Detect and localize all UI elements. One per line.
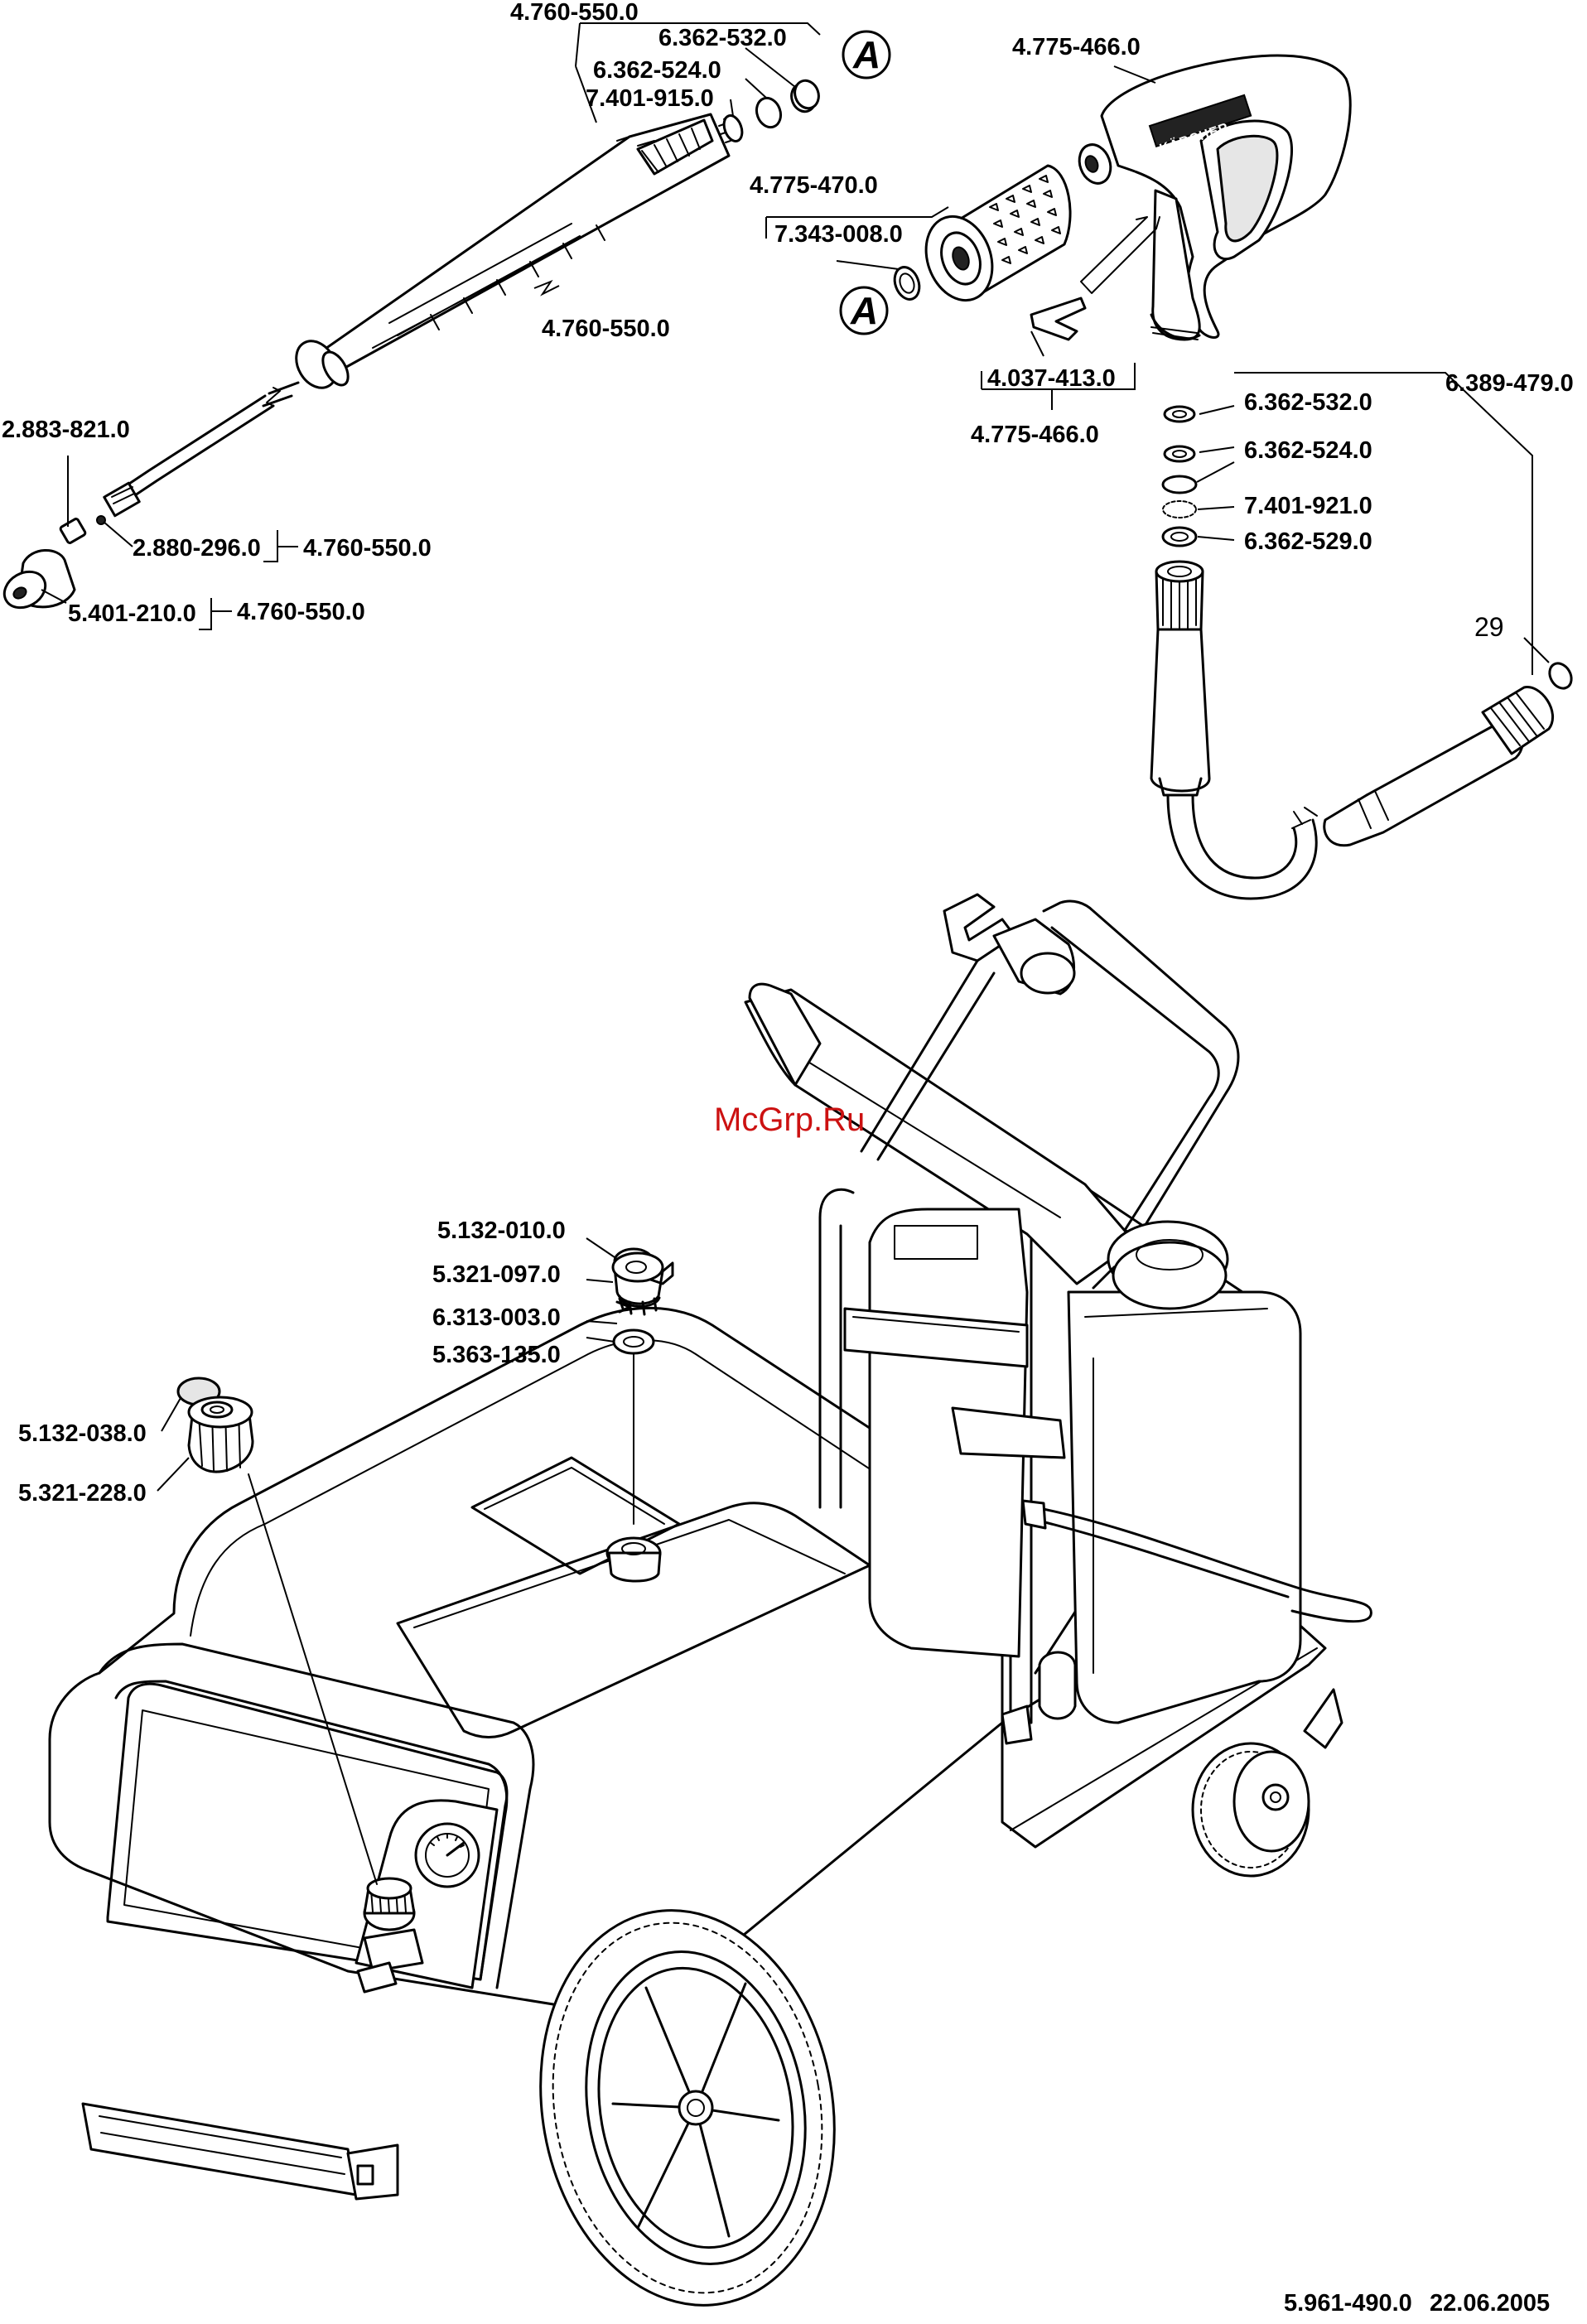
label-lance-top: 4.760-550.0 <box>510 0 639 26</box>
part-labels: 4.760-550.0 6.362-532.0 6.362-524.0 7.40… <box>2 0 1574 1507</box>
label-seal-532-top: 6.362-532.0 <box>658 25 787 51</box>
label-nozzle-cap: 5.401-210.0 <box>68 600 196 627</box>
label-hose: 6.389-479.0 <box>1445 370 1574 397</box>
label-seal-532: 6.362-532.0 <box>1244 389 1372 416</box>
label-seal-135: 5.363-135.0 <box>432 1342 561 1368</box>
trigger-gun: KÄRCHER <box>1030 54 1352 341</box>
label-oring-921: 7.401-921.0 <box>1244 493 1372 519</box>
label-nozzle-820: 2.883-821.0 <box>2 417 130 443</box>
label-hose-position: 29 <box>1474 612 1504 642</box>
watermark: McGrp.Ru <box>714 1102 865 1138</box>
label-gun-top: 4.775-466.0 <box>1012 34 1141 60</box>
label-clip: 4.037-413.0 <box>987 365 1116 392</box>
label-cap-010: 5.132-010.0 <box>437 1217 566 1244</box>
label-nozzle-cap-ref: 4.760-550.0 <box>237 599 365 625</box>
label-gun-bottom: 4.775-466.0 <box>971 422 1099 448</box>
label-cap-097: 5.321-097.0 <box>432 1261 561 1288</box>
label-seal-529: 6.362-529.0 <box>1244 528 1372 555</box>
caster-wheel <box>1191 1688 1343 1878</box>
fill-cap-stack <box>605 1247 674 1583</box>
tank-cap-left <box>176 1377 378 1885</box>
filter-cartridge <box>893 164 1072 302</box>
label-valve-003: 6.313-003.0 <box>432 1304 561 1331</box>
footer-date: 22.06.2005 <box>1430 2290 1550 2317</box>
label-cap-228: 5.321-228.0 <box>18 1480 147 1507</box>
footer-doc-number: 5.961-490.0 <box>1284 2290 1412 2317</box>
label-seal-524: 6.362-524.0 <box>1244 437 1372 464</box>
footer: 5.961-490.0 22.06.2005 <box>1284 2290 1550 2317</box>
nozzle-fittings <box>2 515 106 610</box>
detergent-tank <box>843 1208 1372 1745</box>
main-wheel <box>539 1909 836 2307</box>
label-nozzle-296-ref: 4.760-550.0 <box>303 535 432 562</box>
push-handle-frame <box>744 893 1258 1724</box>
label-lance-mid: 4.760-550.0 <box>542 316 670 342</box>
high-pressure-hose <box>1150 560 1573 900</box>
label-cap-038: 5.132-038.0 <box>18 1420 147 1447</box>
label-nozzle-296: 2.880-296.0 <box>133 535 261 562</box>
callout-a-filter-text: A <box>850 289 878 332</box>
callout-a-filter: A <box>839 286 889 335</box>
label-filter-ring: 7.343-008.0 <box>774 221 903 248</box>
lance-seals <box>718 79 820 143</box>
callout-a-top-text: A <box>852 33 880 76</box>
label-filter: 4.775-470.0 <box>750 172 878 199</box>
gun-connection-seals <box>1161 405 1198 547</box>
label-oring-915: 7.401-915.0 <box>586 85 714 112</box>
callout-a-top: A <box>842 30 891 80</box>
spray-lance <box>103 113 731 518</box>
leader-lines <box>41 22 1550 1492</box>
label-seal-524-top: 6.362-524.0 <box>593 57 721 84</box>
